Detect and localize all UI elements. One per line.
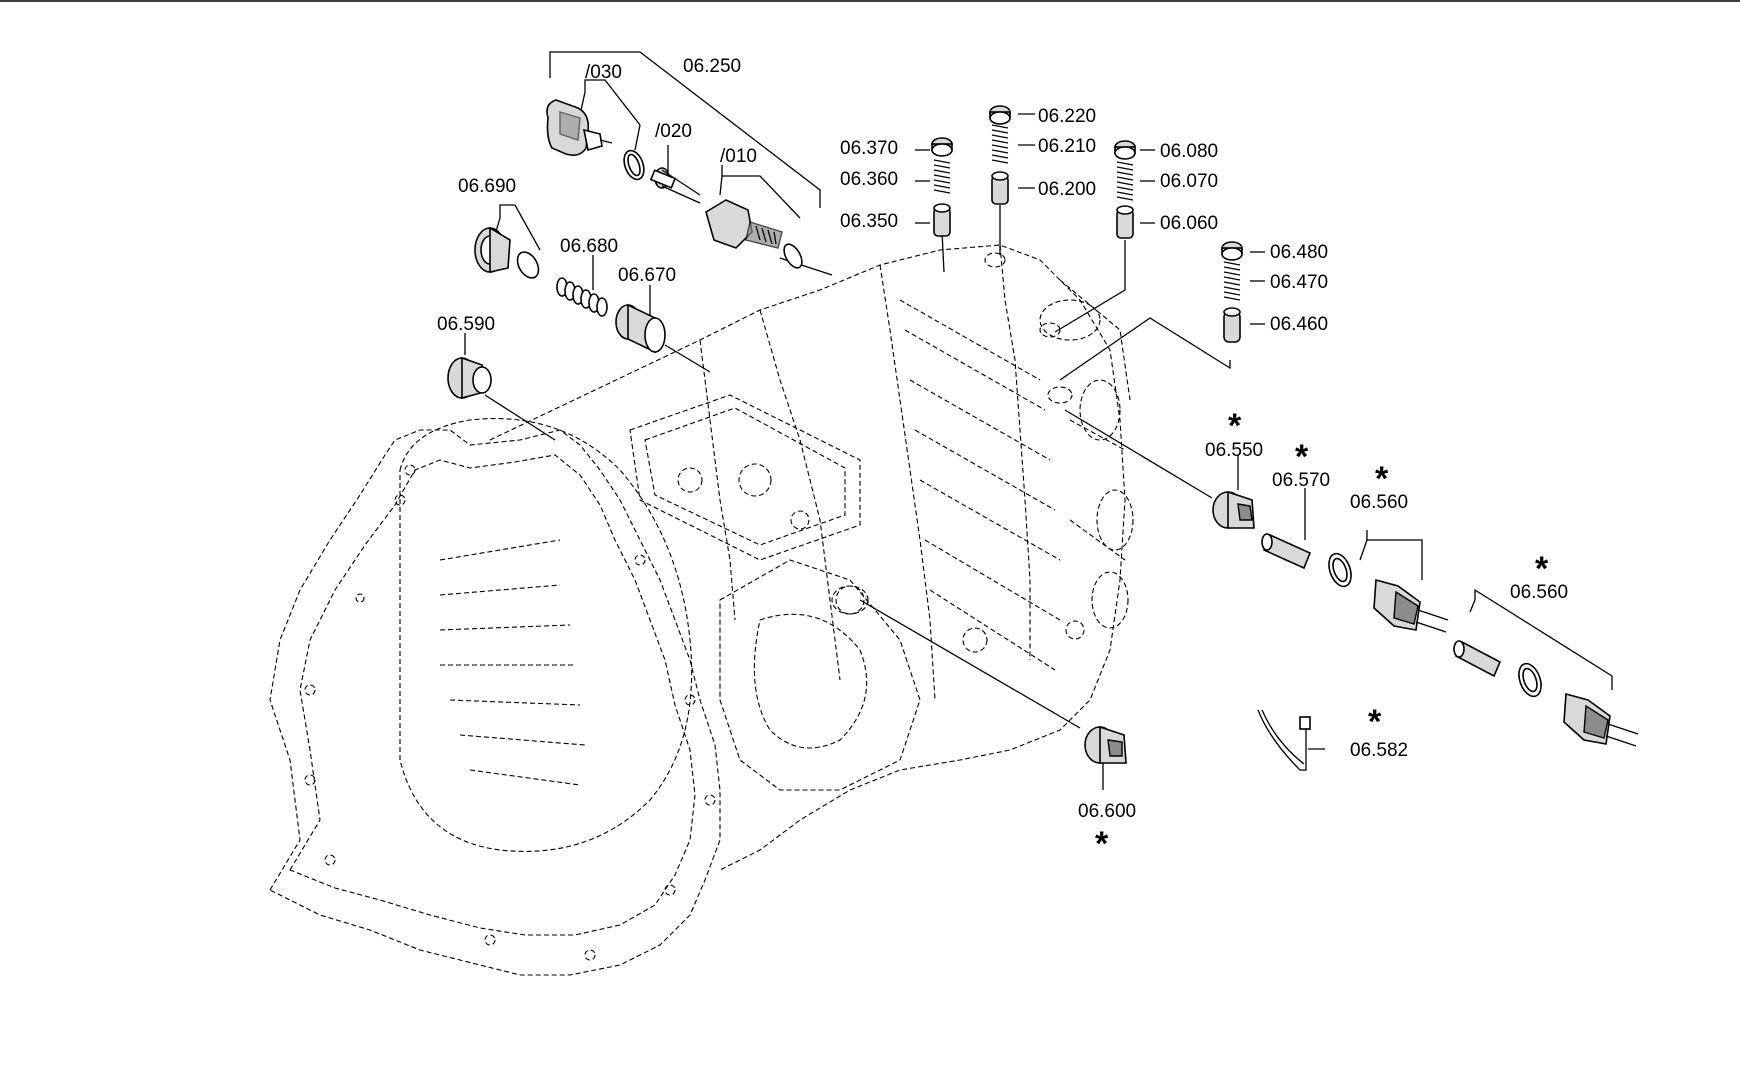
label-06-560-second: 06.560 [1510, 582, 1568, 603]
label-06-670: 06.670 [618, 265, 676, 286]
part-030-o-ring [623, 149, 645, 181]
gearbox-housing-outline [269, 244, 1134, 976]
part-06-210-spring [991, 124, 1009, 164]
label-06-060: 06.060 [1160, 213, 1218, 234]
asterisk-06-582: * [1368, 703, 1382, 741]
part-06-550-plug [1212, 490, 1255, 529]
asterisk-06-600: * [1095, 825, 1109, 863]
label-06-570: 06.570 [1272, 470, 1330, 491]
label-06-690: 06.690 [458, 176, 516, 197]
label-06-080: 06.080 [1160, 141, 1218, 162]
label-06-600: 06.600 [1078, 801, 1136, 822]
part-06-560-switch-2 [1563, 692, 1639, 747]
part-06-690-ring [516, 251, 540, 279]
asterisk-markers: * * * * * * [1095, 407, 1549, 863]
part-06-220-cap [989, 105, 1011, 125]
label-06-370: 06.370 [840, 138, 898, 159]
label-06-550: 06.550 [1205, 440, 1263, 461]
part-06-560-switch-1 [1373, 578, 1449, 633]
part-010-o-ring [783, 243, 803, 269]
label-030: /030 [585, 62, 622, 83]
label-06-070: 06.070 [1160, 171, 1218, 192]
label-06-350: 06.350 [840, 211, 898, 232]
asterisk-06-570: * [1295, 438, 1309, 476]
part-06-070-spring [1116, 161, 1134, 201]
label-06-470: 06.470 [1270, 272, 1328, 293]
part-06-360-spring [933, 159, 951, 194]
label-06-460: 06.460 [1270, 314, 1328, 335]
label-06-590: 06.590 [437, 314, 495, 335]
part-030-switch [546, 99, 613, 156]
label-020: /020 [655, 121, 692, 142]
part-020-plunger [649, 167, 701, 204]
part-06-590-plug [447, 356, 492, 400]
part-06-560-pin-2 [1453, 640, 1502, 678]
label-010: /010 [720, 146, 757, 167]
label-06-200: 06.200 [1038, 179, 1096, 200]
part-06-350-pin [933, 203, 951, 237]
part-06-080-cap [1114, 140, 1136, 160]
label-06-680: 06.680 [560, 236, 618, 257]
part-06-200-pin [991, 171, 1009, 205]
part-06-670-sleeve [615, 303, 666, 354]
part-06-582-cable-tie [1257, 709, 1311, 771]
label-06-250: 06.250 [683, 56, 741, 77]
part-06-680-spring [556, 277, 608, 317]
part-06-480-cap [1221, 241, 1243, 261]
part-06-460-pin [1223, 307, 1241, 343]
part-06-600-plug [1084, 725, 1127, 764]
label-06-360: 06.360 [840, 169, 898, 190]
part-06-690-plug [474, 226, 511, 273]
asterisk-06-560-second: * [1535, 550, 1549, 588]
part-06-370-cap [931, 137, 953, 157]
label-06-560-first: 06.560 [1350, 492, 1408, 513]
part-010-housing [705, 199, 783, 249]
part-06-560-ring-2 [1518, 662, 1542, 698]
label-06-220: 06.220 [1038, 106, 1096, 127]
label-06-210: 06.210 [1038, 136, 1096, 157]
part-06-560-ring-1 [1328, 552, 1352, 588]
part-06-060-pin [1116, 205, 1134, 239]
label-06-480: 06.480 [1270, 242, 1328, 263]
label-06-582: 06.582 [1350, 740, 1408, 761]
asterisk-06-550: * [1228, 407, 1242, 445]
callout-labels: 06.250 /030 /020 /010 06.690 06.680 06.6… [437, 56, 1568, 822]
part-06-570-pin [1261, 533, 1312, 570]
asterisk-06-560-first: * [1375, 460, 1389, 498]
part-06-470-spring [1223, 261, 1241, 301]
